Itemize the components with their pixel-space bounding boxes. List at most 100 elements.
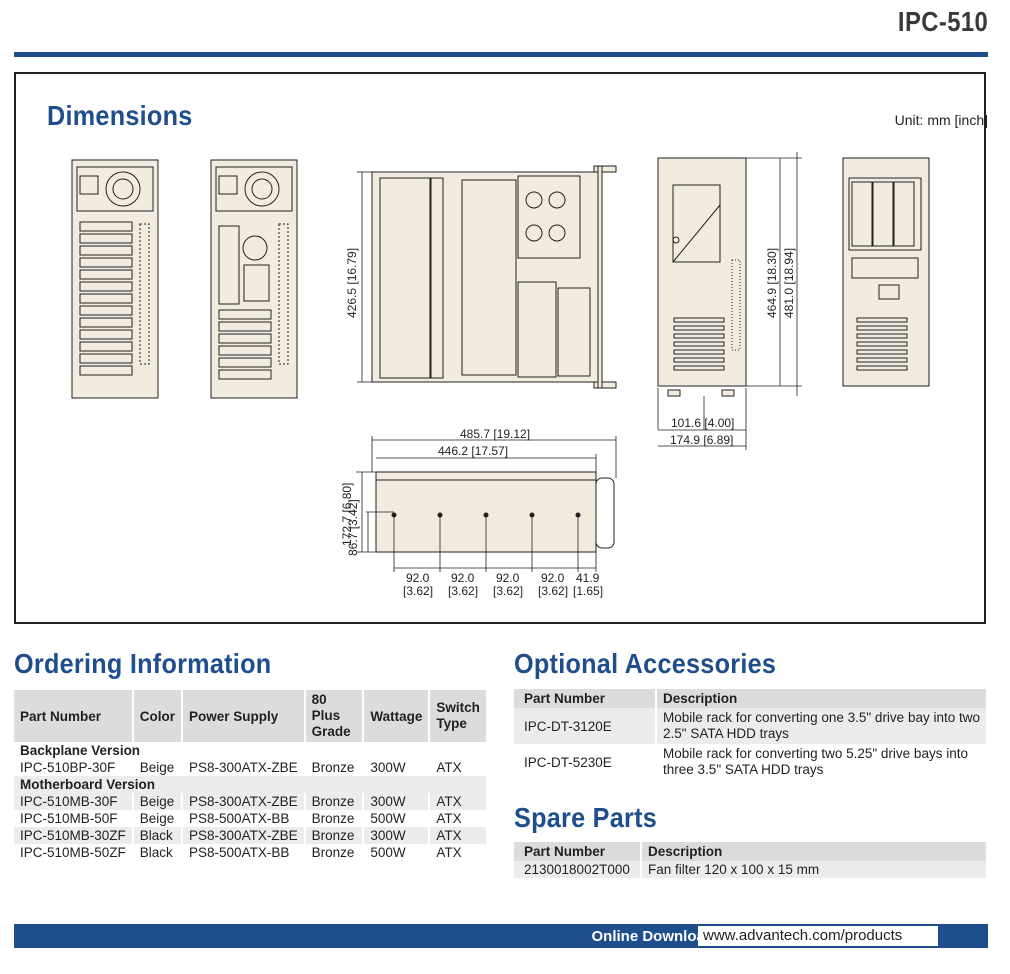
power-supply: PS8-300ATX-ZBE bbox=[182, 827, 306, 844]
part-number: IPC-510BP-30F bbox=[14, 759, 134, 776]
part-number: IPC-DT-5230E bbox=[514, 744, 658, 780]
dim-pitch-3a: 92.0 bbox=[496, 571, 520, 585]
rear-view-motherboard bbox=[210, 159, 298, 399]
dim-front-h-outer: 172.7 [6.80] bbox=[340, 483, 354, 546]
table-row: 2130018002T000 Fan filter 120 x 100 x 15… bbox=[514, 861, 988, 878]
description-line-1: Mobile rack for converting two 5.25" dri… bbox=[663, 746, 968, 761]
dim-front-h-inner: 86.7 [3.42] bbox=[346, 499, 360, 556]
dim-height-outer: 481.0 [18.94] bbox=[782, 248, 796, 318]
table-row: IPC-DT-3120E Mobile rack for converting … bbox=[514, 708, 988, 744]
dim-depth: 426.5 [16.79] bbox=[345, 248, 359, 318]
part-number: IPC-510MB-50ZF bbox=[14, 844, 134, 861]
description: Fan filter 120 x 100 x 15 mm bbox=[641, 861, 988, 878]
power-supply: PS8-300ATX-ZBE bbox=[182, 793, 306, 810]
part-number: IPC-DT-3120E bbox=[514, 708, 658, 744]
online-download-label: Online Download bbox=[591, 928, 715, 945]
group-row: Motherboard Version bbox=[14, 776, 488, 793]
col-description: Description bbox=[641, 842, 988, 861]
col-switch-type: Switch Type bbox=[429, 690, 488, 742]
table-row: IPC-510BP-30F Beige PS8-300ATX-ZBE Bronz… bbox=[14, 759, 488, 776]
col-80plus-grade: 80 Plus Grade bbox=[304, 690, 365, 742]
dim-pitch-1a: 92.0 bbox=[406, 571, 430, 585]
col-part-number: Part Number bbox=[514, 689, 658, 708]
switch-type: ATX bbox=[429, 793, 488, 810]
col-color: Color bbox=[132, 690, 184, 742]
table-row: IPC-510MB-30F Beige PS8-300ATX-ZBE Bronz… bbox=[14, 793, 488, 810]
description-line-1: Mobile rack for converting one 3.5" driv… bbox=[663, 710, 980, 725]
side-view bbox=[657, 157, 747, 397]
part-number: IPC-510MB-30F bbox=[14, 793, 134, 810]
switch-type: ATX bbox=[429, 810, 488, 827]
dimensions-heading: Dimensions bbox=[47, 100, 193, 131]
power-supply: PS8-500ATX-BB bbox=[182, 810, 306, 827]
description-line-2: 2.5" SATA HDD trays bbox=[663, 726, 789, 741]
group-row: Backplane Version bbox=[14, 742, 488, 759]
rear-view-backplane bbox=[71, 159, 159, 399]
dim-side-width-b: 174.9 [6.89] bbox=[670, 433, 733, 447]
switch-type: ATX bbox=[429, 827, 488, 844]
switch-type: ATX bbox=[429, 844, 488, 861]
accessories-heading: Optional Accessories bbox=[514, 648, 777, 679]
dimensions-panel bbox=[14, 72, 986, 624]
document-title: IPC-510 bbox=[897, 6, 988, 37]
group-name: Motherboard Version bbox=[14, 776, 488, 793]
plus-grade: Bronze bbox=[304, 844, 365, 861]
table-row: IPC-DT-5230E Mobile rack for converting … bbox=[514, 744, 988, 780]
col-part-number: Part Number bbox=[14, 690, 134, 742]
description-line-2: three 3.5" SATA HDD trays bbox=[663, 762, 824, 777]
wattage: 500W bbox=[363, 844, 431, 861]
color: Black bbox=[132, 827, 184, 844]
col-power-supply: Power Supply bbox=[182, 690, 306, 742]
plus-grade: Bronze bbox=[304, 810, 365, 827]
part-number: IPC-510MB-30ZF bbox=[14, 827, 134, 844]
color: Beige bbox=[132, 759, 184, 776]
ordering-heading: Ordering Information bbox=[14, 648, 272, 679]
power-supply: PS8-500ATX-BB bbox=[182, 844, 306, 861]
dim-width-inner: 446.2 [17.57] bbox=[438, 444, 508, 458]
plus-grade: Bronze bbox=[304, 759, 365, 776]
wattage: 500W bbox=[363, 810, 431, 827]
col-description: Description bbox=[656, 689, 988, 708]
unit-note: Unit: mm [inch] bbox=[894, 112, 988, 128]
spares-heading: Spare Parts bbox=[514, 802, 658, 833]
table-row: IPC-510MB-50ZF Black PS8-500ATX-BB Bronz… bbox=[14, 844, 488, 861]
front-view bbox=[842, 157, 930, 387]
dim-pitch-5a: 41.9 bbox=[576, 571, 600, 585]
wattage: 300W bbox=[363, 793, 431, 810]
plus-grade: Bronze bbox=[304, 827, 365, 844]
top-view bbox=[371, 165, 617, 389]
color: Black bbox=[132, 844, 184, 861]
dim-pitch-3b: [3.62] bbox=[493, 584, 523, 598]
color: Beige bbox=[132, 793, 184, 810]
plus-grade: Bronze bbox=[304, 793, 365, 810]
dim-pitch-2b: [3.62] bbox=[448, 584, 478, 598]
dim-width-outer: 485.7 [19.12] bbox=[460, 427, 530, 441]
switch-type: ATX bbox=[429, 759, 488, 776]
download-url-link[interactable]: www.advantech.com/products bbox=[698, 926, 938, 946]
dim-side-width-a: 101.6 [4.00] bbox=[671, 416, 734, 430]
col-part-number: Part Number bbox=[514, 842, 642, 861]
table-row: IPC-510MB-30ZF Black PS8-300ATX-ZBE Bron… bbox=[14, 827, 488, 844]
description: Mobile rack for converting one 3.5" driv… bbox=[656, 708, 988, 744]
dim-pitch-2a: 92.0 bbox=[451, 571, 475, 585]
accessories-table: Part Number Description IPC-DT-3120E Mob… bbox=[514, 689, 988, 780]
dim-pitch-5b: [1.65] bbox=[573, 584, 603, 598]
dim-pitch-4b: [3.62] bbox=[538, 584, 568, 598]
power-supply: PS8-300ATX-ZBE bbox=[182, 759, 306, 776]
part-number: 2130018002T000 bbox=[514, 861, 642, 878]
table-row: IPC-510MB-50F Beige PS8-500ATX-BB Bronze… bbox=[14, 810, 488, 827]
header-rule bbox=[14, 52, 988, 57]
dim-pitch-4a: 92.0 bbox=[541, 571, 565, 585]
spares-table: Part Number Description 2130018002T000 F… bbox=[514, 842, 988, 878]
description: Mobile rack for converting two 5.25" dri… bbox=[656, 744, 988, 780]
col-wattage: Wattage bbox=[363, 690, 431, 742]
wattage: 300W bbox=[363, 759, 431, 776]
wattage: 300W bbox=[363, 827, 431, 844]
dim-height-inner: 464.9 [18.30] bbox=[765, 248, 779, 318]
part-number: IPC-510MB-50F bbox=[14, 810, 134, 827]
color: Beige bbox=[132, 810, 184, 827]
group-name: Backplane Version bbox=[14, 742, 488, 759]
ordering-table: Part Number Color Power Supply 80 Plus G… bbox=[14, 690, 488, 861]
dim-pitch-1b: [3.62] bbox=[403, 584, 433, 598]
